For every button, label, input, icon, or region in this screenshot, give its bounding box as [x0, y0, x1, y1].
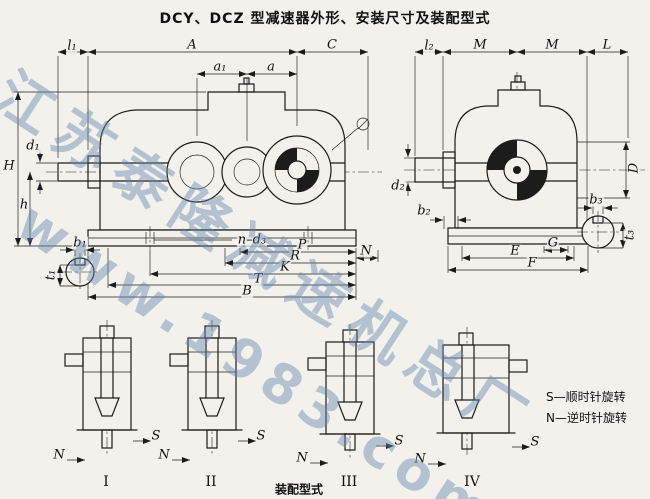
- assembly-type-label-2: II: [205, 474, 217, 490]
- assembly-type-label-1: I: [103, 474, 109, 490]
- dim-label-b2: b₂: [416, 203, 432, 219]
- dim-label-M2: M: [544, 37, 560, 53]
- rotation-label-n-2: N: [157, 447, 171, 463]
- dim-label-l1: l₁: [66, 38, 78, 54]
- rotation-label-n-1: N: [52, 447, 66, 463]
- dim-label-a: a: [266, 59, 276, 75]
- legend-clockwise: S—顺时针旋转: [546, 390, 626, 404]
- left-view: [46, 77, 382, 250]
- rotation-label-s-2: S: [255, 428, 267, 444]
- dim-label-h: h: [18, 197, 30, 213]
- dim-label-a1: a₁: [212, 59, 228, 75]
- dim-label-T: T: [252, 271, 264, 287]
- assembly-type-label-4: IV: [464, 474, 480, 490]
- rotation-label-s-1: S: [150, 428, 162, 444]
- dim-label-M1: M: [472, 37, 488, 53]
- dim-label-K: K: [279, 259, 291, 275]
- dim-label-l2: l₂: [423, 38, 435, 54]
- dim-label-R: R: [289, 248, 301, 264]
- dim-label-H: H: [2, 158, 16, 174]
- dim-label-L: L: [601, 37, 613, 53]
- rotation-label-s-4: S: [529, 434, 541, 450]
- assembly-type-2: [169, 320, 256, 463]
- rotation-label-s-3: S: [393, 433, 405, 449]
- dim-label-E: E: [509, 243, 521, 259]
- assembly-type-label-3: III: [340, 474, 358, 490]
- assembly-caption: 装配型式: [274, 482, 324, 497]
- dim-label-F: F: [526, 255, 538, 271]
- assembly-type-3: [307, 324, 394, 466]
- input-shaft-section: [57, 247, 100, 291]
- dim-label-A: A: [186, 37, 198, 53]
- dim-label-D: D: [626, 161, 642, 175]
- output-shaft-section: [577, 205, 626, 253]
- legend-counterclockwise: N—逆时针旋转: [546, 411, 627, 425]
- dim-label-b1: b₁: [72, 235, 88, 251]
- dim-label-d2: d₂: [390, 178, 406, 194]
- dim-label-N: N: [359, 243, 373, 259]
- dim-label-d1: d₁: [25, 138, 41, 154]
- assembly-type-4: [428, 327, 530, 467]
- dim-label-B: B: [241, 283, 253, 299]
- dim-label-P: P: [296, 237, 308, 253]
- dim-label-G: G: [546, 235, 560, 251]
- dim-label-b3: b₃: [588, 192, 604, 208]
- dim-label-n-d3: n–d₃: [236, 232, 268, 248]
- dim-label-t3: t₃: [622, 228, 638, 242]
- rotation-label-n-4: N: [413, 451, 427, 467]
- drawing-title: DCY、DCZ 型减速器外形、安装尺寸及装配型式: [159, 11, 491, 27]
- assembly-type-1: [64, 320, 151, 463]
- dim-label-t1: t₁: [43, 268, 59, 282]
- right-view: [404, 72, 645, 256]
- dim-label-C: C: [326, 37, 338, 53]
- rotation-label-n-3: N: [295, 450, 309, 466]
